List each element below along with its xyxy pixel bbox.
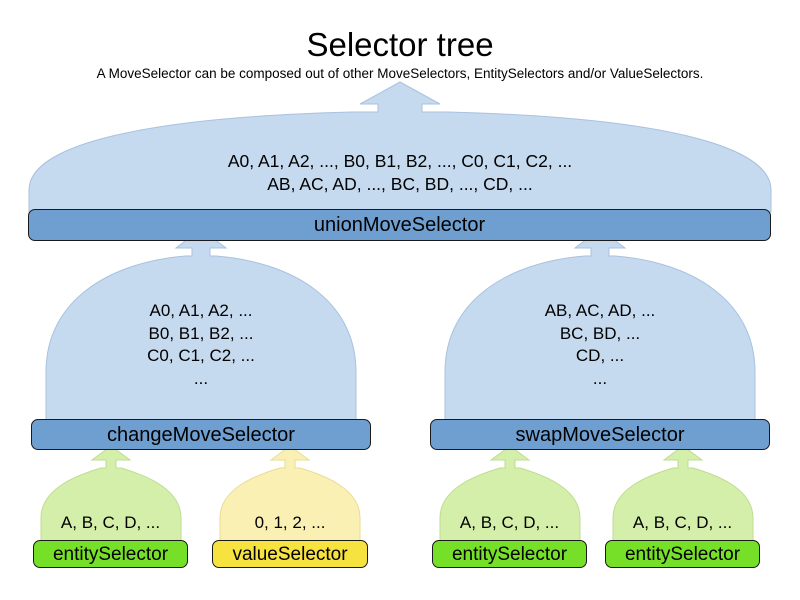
entity-selector-2-label[interactable]: entitySelector [432, 540, 587, 568]
entity-selector-2-dome [439, 445, 581, 543]
value-selector-1-label[interactable]: valueSelector [212, 540, 368, 568]
swap-move-selector-label[interactable]: swapMoveSelector [430, 419, 770, 450]
page-subtitle: A MoveSelector can be composed out of ot… [96, 66, 704, 81]
node-label-text: entitySelector [624, 543, 741, 565]
node-label-text: valueSelector [232, 543, 348, 565]
page-title: Selector tree [306, 26, 494, 63]
union-move-selector-dome [28, 81, 772, 213]
swap-move-selector-dome [444, 228, 756, 422]
union-move-selector-label[interactable]: unionMoveSelector [28, 209, 771, 241]
value-selector-1-dome [219, 445, 361, 543]
change-move-selector-dome [45, 228, 357, 422]
node-label-text: entitySelector [52, 543, 169, 565]
change-move-selector-label[interactable]: changeMoveSelector [31, 419, 371, 450]
entity-selector-1-dome [40, 445, 182, 543]
node-label-text: entitySelector [451, 543, 568, 565]
entity-selector-3-dome [612, 445, 754, 543]
entity-selector-1-label[interactable]: entitySelector [33, 540, 188, 568]
node-label-text: unionMoveSelector [313, 214, 486, 236]
node-label-text: changeMoveSelector [107, 423, 295, 446]
entity-selector-3-label[interactable]: entitySelector [605, 540, 760, 568]
node-label-text: swapMoveSelector [515, 423, 685, 446]
